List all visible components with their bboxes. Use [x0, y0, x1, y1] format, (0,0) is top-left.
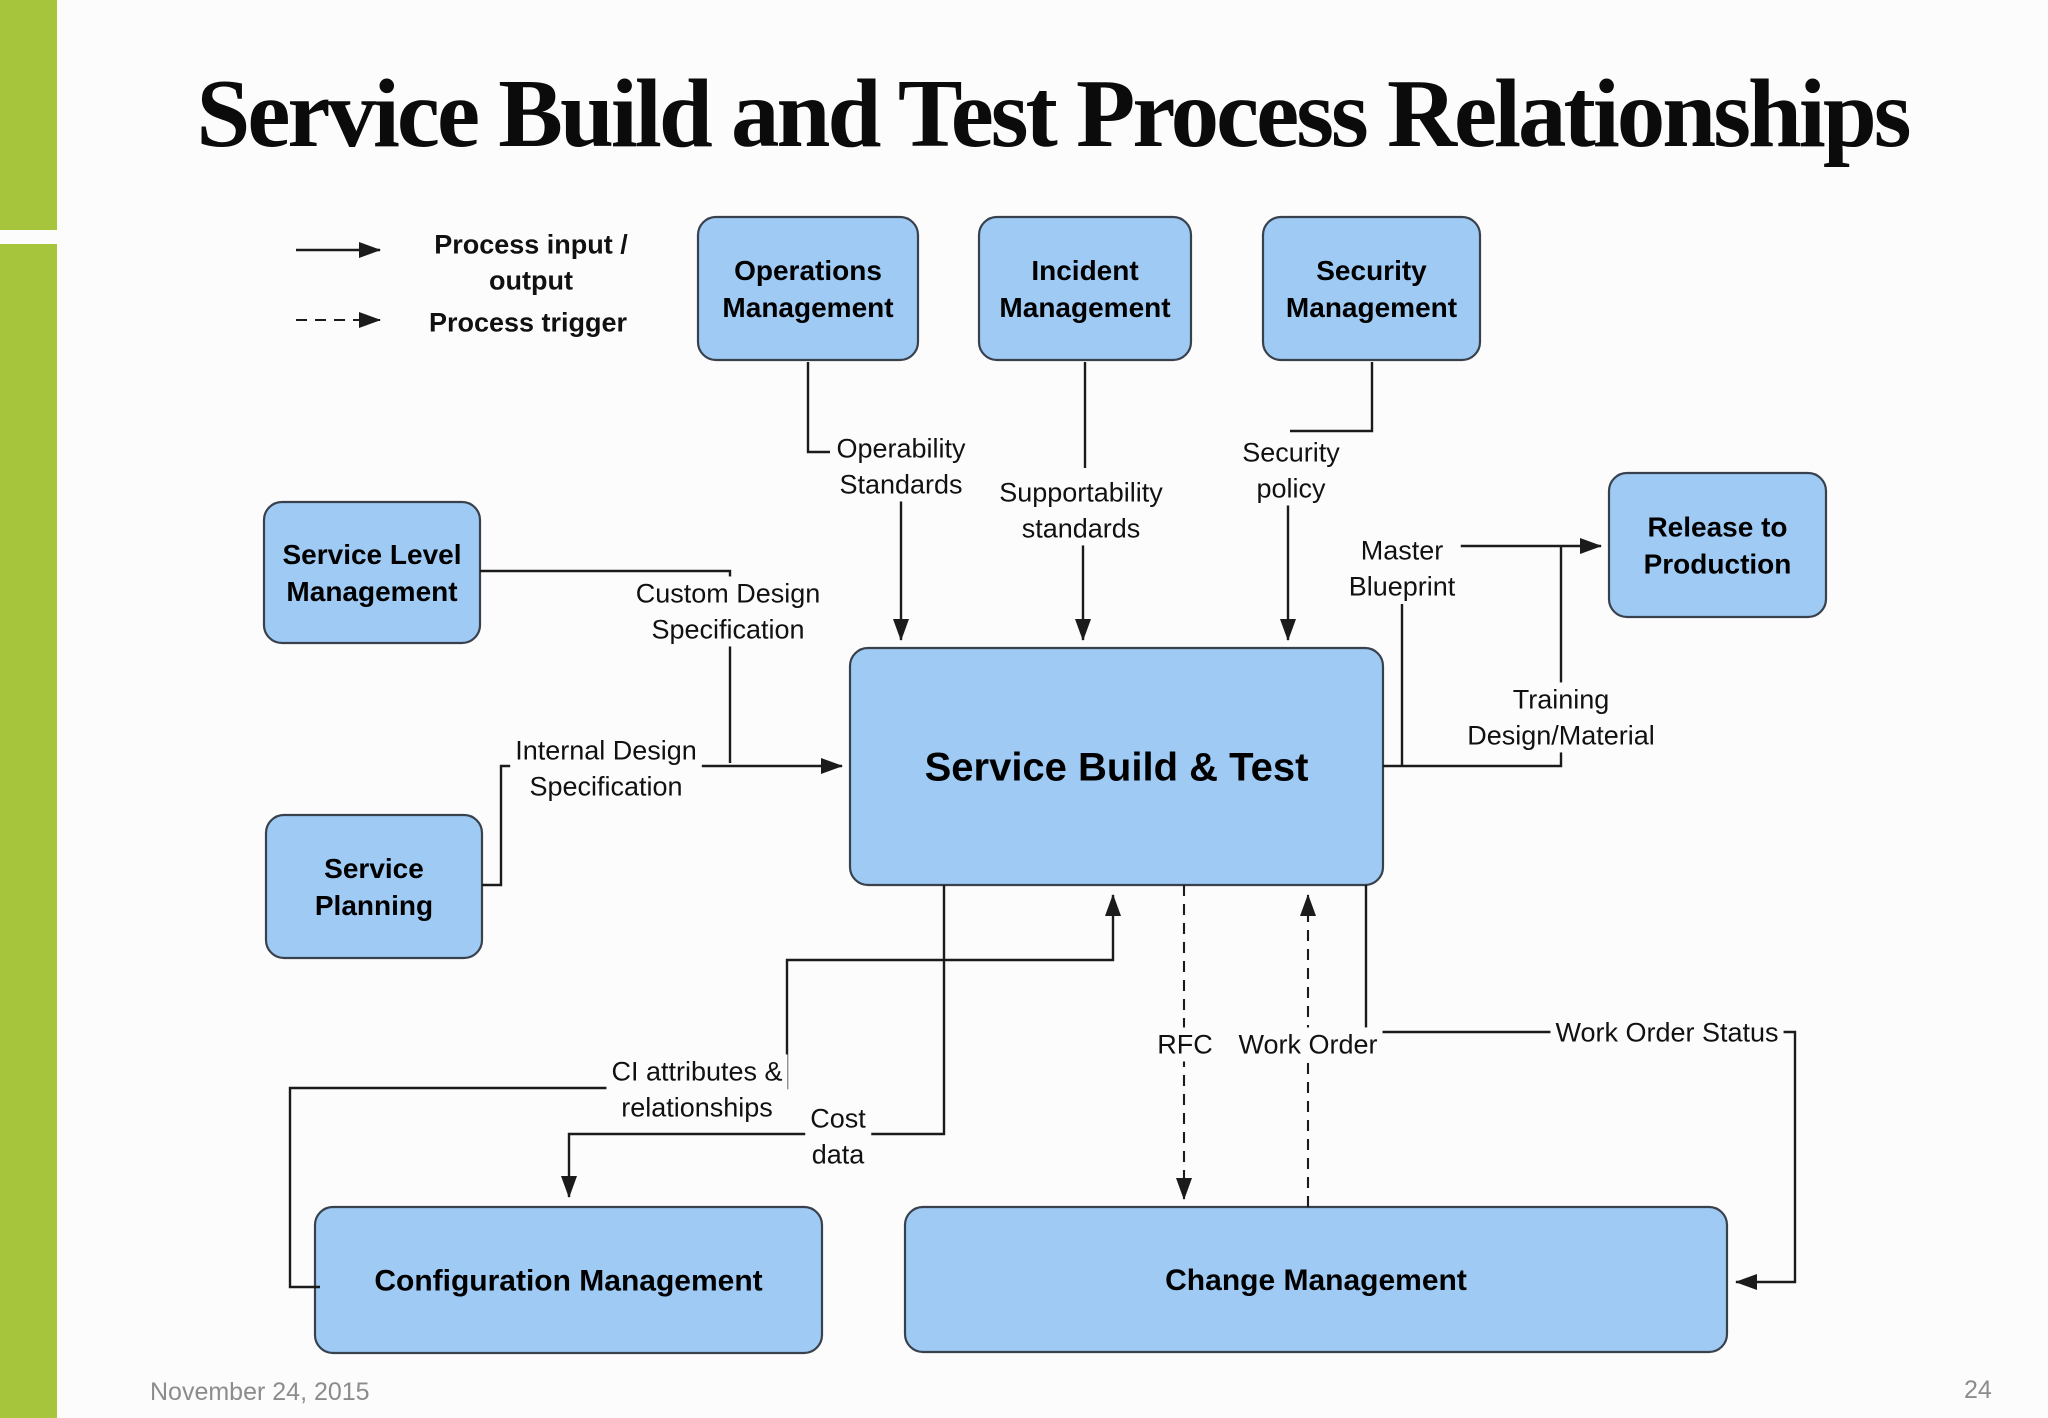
node-label-change-management: Change Management: [1165, 1264, 1467, 1297]
svg-text:RFC: RFC: [1157, 1029, 1213, 1059]
svg-text:CI attributes &relationships: CI attributes &relationships: [611, 1056, 782, 1122]
node-label-configuration-management: Configuration Management: [374, 1265, 762, 1298]
sidebar-accent-top: [0, 0, 57, 230]
footer-page-number: 24: [1964, 1376, 1992, 1404]
edge-custom-design-path: [480, 569, 732, 763]
svg-text:Process trigger: Process trigger: [429, 307, 628, 337]
edge-label-work-order-status-label: Work Order Status: [1550, 1015, 1784, 1050]
edge-training-path: [1383, 546, 1563, 768]
svg-text:Work Order Status: Work Order Status: [1555, 1017, 1778, 1047]
footer-date: November 24, 2015: [150, 1378, 370, 1406]
edge-cost-data-arrow: [561, 885, 946, 1198]
edge-label-legend-trigger-label: Process trigger: [423, 305, 633, 340]
slide-title: Service Build and Test Process Relations…: [196, 60, 1911, 167]
edge-label-rfc-label: RFC: [1152, 1027, 1218, 1062]
node-service-build-test: Service Build & Test: [848, 646, 1385, 887]
node-change-management: Change Management: [903, 1205, 1729, 1354]
edge-label-ci-attributes-label: CI attributes &relationships: [606, 1054, 788, 1125]
svg-text:Process input /output: Process input /output: [434, 229, 628, 295]
edge-security-leader-line: [1290, 362, 1374, 433]
edge-label-work-order-label: Work Order: [1233, 1027, 1383, 1062]
svg-text:Work Order: Work Order: [1238, 1029, 1377, 1059]
sidebar-accent-bottom: [0, 244, 57, 1418]
node-configuration-management: Configuration Management: [313, 1205, 824, 1355]
node-label-service-build-test: Service Build & Test: [925, 746, 1309, 790]
edge-label-legend-input-output-label: Process input /output: [429, 227, 634, 298]
edge-work-order-status-path: [1364, 885, 1797, 1290]
edge-operations-leader-line: [806, 362, 830, 454]
